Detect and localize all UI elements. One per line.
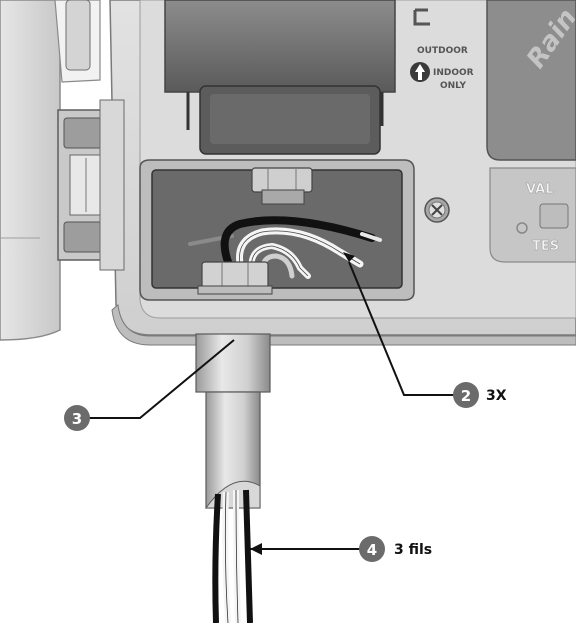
callout-3-badge <box>64 405 90 431</box>
valve-label: VAL <box>526 182 554 197</box>
leader-3 <box>86 339 235 419</box>
front-door <box>0 0 101 341</box>
test-button <box>539 203 569 229</box>
only-label: ONLY <box>440 81 467 91</box>
outdoor-label: OUTDOOR <box>417 46 468 56</box>
transformer <box>164 0 396 155</box>
callout-3: 3 <box>64 405 90 431</box>
callout-4: 4 3 fils <box>359 536 432 562</box>
top-nut <box>251 167 313 193</box>
leader-2 <box>348 261 460 396</box>
callout-2-text: 3X <box>486 388 507 404</box>
callout-3-number: 3 <box>72 410 82 428</box>
callout-4-badge <box>359 536 385 562</box>
callout-4-text: 3 fils <box>394 542 432 558</box>
callout-2-number: 2 <box>461 387 471 405</box>
callout-2-badge <box>453 382 479 408</box>
conduit <box>195 333 271 509</box>
door-hinge <box>57 99 125 271</box>
indoor-label: INDOOR <box>433 68 474 78</box>
bottom-nut <box>201 261 269 289</box>
test-label: TES <box>532 239 559 254</box>
screw-icon <box>424 197 450 223</box>
wires-exit <box>212 489 253 623</box>
leader-lines <box>86 252 460 555</box>
wires-in-compartment <box>197 216 382 295</box>
callout-2: 2 3X <box>453 382 507 408</box>
front-panel-right: Rain VAL TES <box>486 0 576 263</box>
callout-4-number: 4 <box>367 541 377 559</box>
rating-symbols: OUTDOOR INDOOR ONLY <box>410 8 474 91</box>
